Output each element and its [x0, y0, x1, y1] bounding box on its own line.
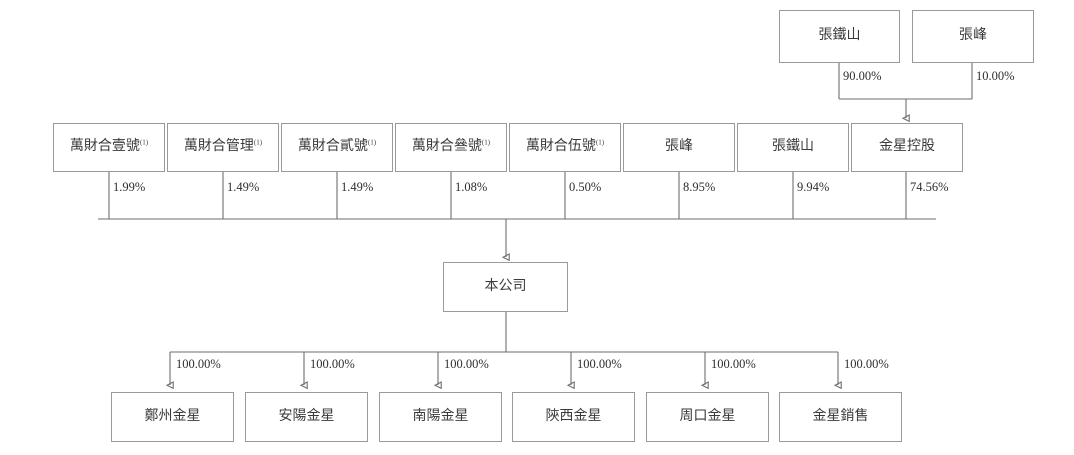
edge-percent-wancaihe-wuhao: 0.50%	[569, 180, 602, 194]
node-jinxing-holding[interactable]: 金星控股	[851, 123, 963, 172]
node-the-company[interactable]: 本公司	[443, 262, 568, 312]
edge-percent-zhengzhou-jinxing: 100.00%	[176, 357, 221, 371]
edge-percent-zhangfeng: 8.95%	[683, 180, 716, 194]
edge-percent-zhangfeng-to-jinxing: 10.00%	[976, 69, 1015, 83]
edge-percent-wancaihe-erhao: 1.49%	[341, 180, 374, 194]
node-label: 萬財合叄號(1)	[411, 138, 491, 155]
edge-percent-wancaihe-guanli: 1.49%	[227, 180, 260, 194]
node-label: 安陽金星	[278, 408, 335, 424]
node-shaanxi-jinxing[interactable]: 陝西金星	[512, 392, 635, 442]
node-wancaihe-guanli[interactable]: 萬財合管理(1)	[167, 123, 279, 172]
node-label: 萬財合貳號(1)	[297, 138, 377, 155]
edge-percent-anyang-jinxing: 100.00%	[310, 357, 355, 371]
node-wancaihe-erhao[interactable]: 萬財合貳號(1)	[281, 123, 393, 172]
edge-percent-shaanxi-jinxing: 100.00%	[577, 357, 622, 371]
edge-percent-jinxing-holding: 74.56%	[910, 180, 949, 194]
node-label: 張峰	[959, 28, 987, 44]
edge-percent-wancaihe-yihao: 1.99%	[113, 180, 146, 194]
edge-percent-zhangtieshan-to-jinxing: 90.00%	[843, 69, 882, 83]
node-label: 萬財合管理(1)	[183, 138, 263, 155]
node-label: 鄭州金星	[144, 408, 201, 424]
node-label: 金星銷售	[812, 408, 869, 424]
node-zhoukou-jinxing[interactable]: 周口金星	[646, 392, 769, 442]
node-label: 萬財合壹號(1)	[69, 138, 149, 155]
node-label: 金星控股	[879, 139, 935, 155]
node-anyang-jinxing[interactable]: 安陽金星	[245, 392, 368, 442]
node-nanyang-jinxing[interactable]: 南陽金星	[379, 392, 502, 442]
node-wancaihe-yihao[interactable]: 萬財合壹號(1)	[53, 123, 165, 172]
node-zhengzhou-jinxing[interactable]: 鄭州金星	[111, 392, 234, 442]
node-wancaihe-sanhao[interactable]: 萬財合叄號(1)	[395, 123, 507, 172]
node-jinxing-sales[interactable]: 金星銷售	[779, 392, 902, 442]
node-label: 周口金星	[679, 408, 736, 424]
node-zhangtieshan[interactable]: 張鐵山	[737, 123, 849, 172]
node-label: 陝西金星	[545, 408, 602, 424]
edge-percent-zhangtieshan: 9.94%	[797, 180, 830, 194]
node-zhangtieshan-top[interactable]: 張鐵山	[779, 10, 900, 63]
node-label: 張鐵山	[818, 28, 861, 44]
node-wancaihe-wuhao[interactable]: 萬財合伍號(1)	[509, 123, 621, 172]
node-label: 萬財合伍號(1)	[525, 138, 605, 155]
edge-percent-wancaihe-sanhao: 1.08%	[455, 180, 488, 194]
node-zhangfeng[interactable]: 張峰	[623, 123, 735, 172]
node-label: 南陽金星	[412, 408, 469, 424]
node-label: 張峰	[665, 139, 693, 155]
node-label: 本公司	[484, 278, 527, 294]
node-label: 張鐵山	[772, 139, 814, 155]
node-zhangfeng-top[interactable]: 張峰	[912, 10, 1034, 63]
edge-percent-nanyang-jinxing: 100.00%	[444, 357, 489, 371]
edge-percent-zhoukou-jinxing: 100.00%	[711, 357, 756, 371]
edge-percent-jinxing-sales: 100.00%	[844, 357, 889, 371]
